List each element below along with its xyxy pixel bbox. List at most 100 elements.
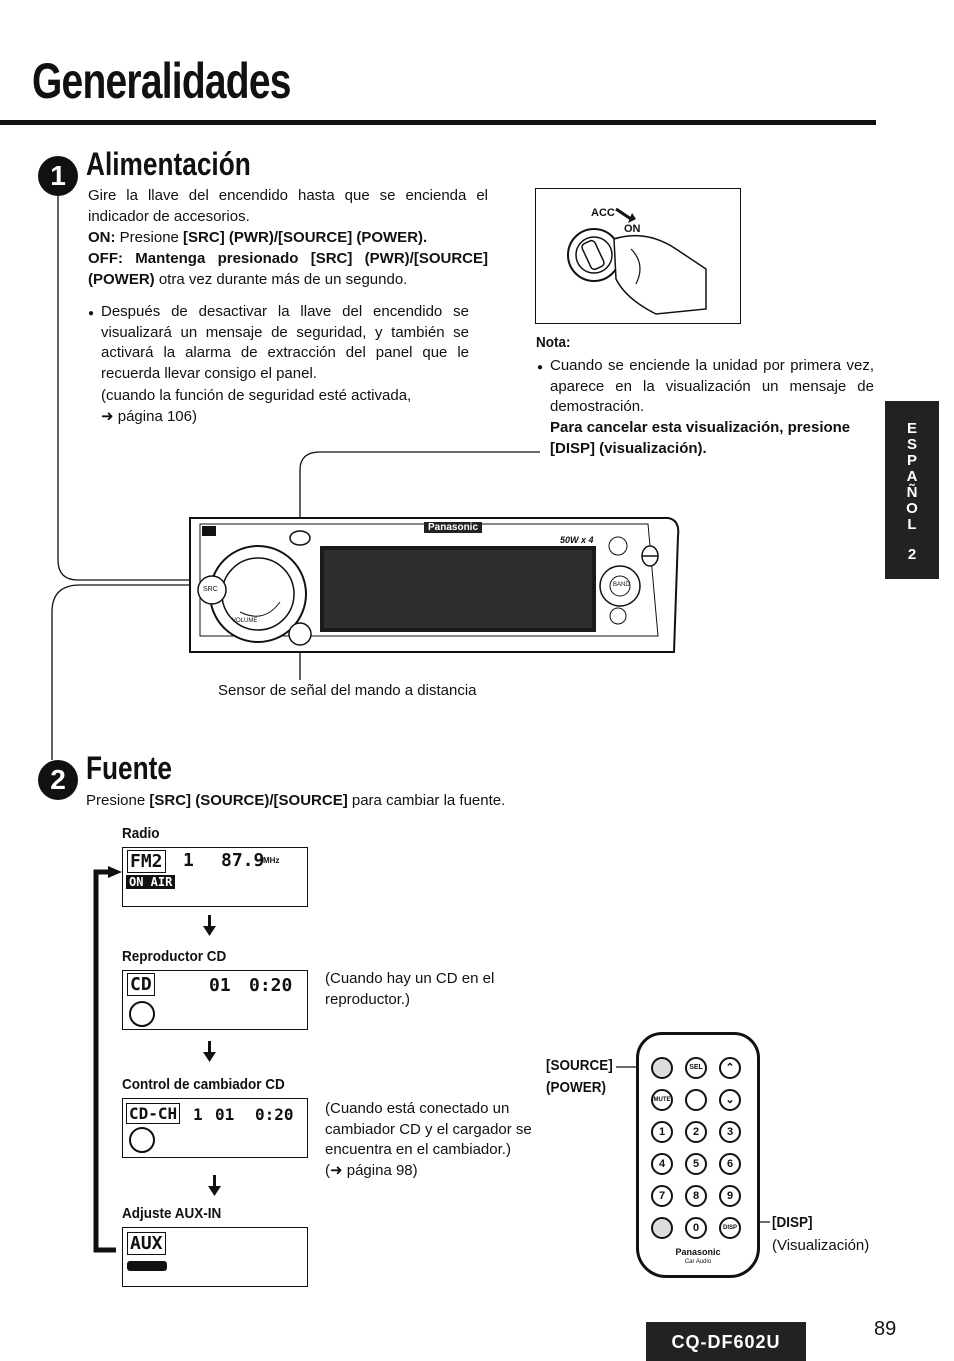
unit-src-label: SRC bbox=[203, 586, 218, 593]
on-keys: [SRC] (PWR)/[SOURCE] (POWER). bbox=[183, 229, 428, 246]
remote-control: SEL ⌃ MUTE ⌄ 1 2 3 4 5 6 7 8 9 0 DISP Pa… bbox=[636, 1032, 760, 1278]
changer-disp: CD-CH bbox=[126, 1103, 181, 1124]
sensor-caption: Sensor de señal del mando a distancia bbox=[218, 682, 477, 699]
off-instruction: OFF: Mantenga presionado [SRC] (PWR)/[SO… bbox=[88, 249, 488, 290]
remote-disp-label: [DISP] bbox=[772, 1214, 813, 1231]
remote-key-2[interactable]: 2 bbox=[685, 1121, 707, 1143]
cd-note: (Cuando hay un CD en el reproductor.) bbox=[325, 970, 495, 1008]
radio-band: FM2 bbox=[127, 850, 166, 873]
head-unit-drawing bbox=[189, 517, 680, 653]
page-title: Generalidades bbox=[32, 53, 291, 109]
language-side-tab: E S P A Ñ O L 2 bbox=[885, 401, 939, 579]
remote-key-9[interactable]: 9 bbox=[719, 1185, 741, 1207]
unit-power: 50W x 4 bbox=[560, 535, 594, 545]
nota-bold: Para cancelar esta visualización, presio… bbox=[550, 419, 851, 457]
aux-plug-icon bbox=[127, 1261, 167, 1271]
remote-source-button[interactable] bbox=[651, 1057, 673, 1079]
changer-display: CD-CH 1 01 0:20 bbox=[122, 1098, 308, 1158]
off-text: otra vez durante más de un segundo. bbox=[158, 270, 408, 288]
fuente-intro-end: para cambiar la fuente. bbox=[351, 792, 506, 809]
cd-disp: CD bbox=[127, 973, 155, 996]
aux-label: Adjuste AUX-IN bbox=[122, 1205, 222, 1222]
security-bullet: Después de desactivar la llave del encen… bbox=[88, 302, 469, 384]
side-tab-letter: A bbox=[906, 468, 918, 485]
remote-vol-down-button[interactable]: ⌄ bbox=[719, 1089, 741, 1111]
changer-note: (Cuando está conectado un cambiador CD y… bbox=[325, 1100, 532, 1158]
radio-unit: MHz bbox=[263, 856, 280, 865]
aux-disp: AUX bbox=[127, 1232, 166, 1255]
nota-label: Nota: bbox=[536, 334, 571, 351]
side-tab-letter: O bbox=[906, 500, 918, 517]
cd-time: 0:20 bbox=[249, 975, 293, 996]
radio-freq: 87.9 bbox=[221, 850, 265, 871]
remote-band-button[interactable] bbox=[651, 1217, 673, 1239]
cd-track: 01 bbox=[209, 975, 231, 996]
ignition-key-icon bbox=[567, 207, 707, 315]
model-name: CQ-DF602U bbox=[646, 1322, 806, 1361]
side-tab-letter: E bbox=[906, 420, 917, 437]
remote-key-4[interactable]: 4 bbox=[651, 1153, 673, 1175]
on-label: ON: bbox=[88, 229, 116, 246]
fuente-intro-keys: [SRC] (SOURCE)/[SOURCE] bbox=[149, 792, 348, 809]
fuente-intro: Presione [SRC] (SOURCE)/[SOURCE] para ca… bbox=[86, 791, 505, 812]
title-rule bbox=[0, 120, 876, 125]
remote-disp-button[interactable]: DISP bbox=[719, 1217, 741, 1239]
changer-time: 0:20 bbox=[255, 1105, 294, 1124]
remote-disp-sub: (Visualización) bbox=[772, 1237, 870, 1254]
radio-display: FM2 1 87.9 MHz ON AIR bbox=[122, 847, 308, 907]
remote-key-3[interactable]: 3 bbox=[719, 1121, 741, 1143]
changer-label: Control de cambiador CD bbox=[122, 1076, 285, 1093]
section-number-2: 2 bbox=[38, 760, 78, 800]
side-tab-letter: S bbox=[906, 436, 917, 453]
remote-source-label: [SOURCE] bbox=[546, 1057, 613, 1074]
side-tab-letter: L bbox=[907, 516, 917, 533]
security-ref-page: página 106) bbox=[117, 407, 197, 425]
unit-brand: Panasonic bbox=[424, 522, 483, 533]
remote-key-0[interactable]: 0 bbox=[685, 1217, 707, 1239]
unit-band-label: BAND bbox=[613, 582, 630, 588]
section-heading-fuente: Fuente bbox=[86, 750, 173, 786]
radio-label: Radio bbox=[122, 825, 160, 842]
remote-mute-button[interactable]: MUTE bbox=[651, 1089, 673, 1111]
on-instruction: ON: Presione [SRC] (PWR)/[SOURCE] (POWER… bbox=[88, 228, 488, 249]
disc-icon bbox=[129, 1127, 155, 1153]
security-ref-text: (cuando la función de seguridad esté act… bbox=[101, 387, 412, 404]
side-tab-letter: Ñ bbox=[906, 484, 918, 501]
section-heading-alimentacion: Alimentación bbox=[86, 146, 251, 182]
arrow-icon: ➜ bbox=[330, 1162, 347, 1179]
unit-volume-label: VOLUME bbox=[232, 618, 258, 624]
remote-key-6[interactable]: 6 bbox=[719, 1153, 741, 1175]
head-unit-illustration: Panasonic 50W x 4 SRC VOLUME BAND bbox=[188, 516, 681, 654]
remote-number-button[interactable] bbox=[685, 1089, 707, 1111]
cd-label: Reproductor CD bbox=[122, 948, 227, 965]
remote-sub: Car Audio bbox=[684, 1259, 712, 1265]
remote-key-7[interactable]: 7 bbox=[651, 1185, 673, 1207]
page-number: 89 bbox=[874, 1318, 897, 1340]
nota-bullet-text: Cuando se enciende la unidad por primera… bbox=[550, 357, 874, 415]
changer-track: 01 bbox=[215, 1105, 235, 1124]
ignition-illustration: ACC ON bbox=[535, 188, 741, 324]
side-tab-letter: P bbox=[906, 452, 917, 469]
radio-preset: 1 bbox=[183, 850, 194, 871]
side-tab-number: 2 bbox=[907, 546, 917, 563]
cd-display: CD 01 0:20 bbox=[122, 970, 308, 1030]
remote-vol-up-button[interactable]: ⌃ bbox=[719, 1057, 741, 1079]
security-ref: (cuando la función de seguridad esté act… bbox=[101, 386, 469, 427]
remote-key-1[interactable]: 1 bbox=[651, 1121, 673, 1143]
off-label: OFF: bbox=[88, 250, 123, 267]
changer-ref: (➜ página 98) bbox=[325, 1162, 418, 1179]
aux-display: AUX bbox=[122, 1227, 308, 1287]
remote-key-5[interactable]: 5 bbox=[685, 1153, 707, 1175]
on-text: Presione bbox=[119, 229, 179, 246]
remote-key-8[interactable]: 8 bbox=[685, 1185, 707, 1207]
nota-bullet: Cuando se enciende la unidad por primera… bbox=[537, 356, 874, 418]
off-bold: Mantenga presionado [SRC] (PWR)/[SOURCE]… bbox=[88, 250, 488, 288]
security-bullet-text: Después de desactivar la llave del encen… bbox=[101, 303, 469, 382]
changer-disc: 1 bbox=[193, 1105, 203, 1124]
ignition-on-label: ON bbox=[624, 223, 641, 235]
fuente-intro-text: Presione bbox=[86, 792, 146, 809]
remote-sel-button[interactable]: SEL bbox=[685, 1057, 707, 1079]
alimentacion-intro: Gire la llave del encendido hasta que se… bbox=[88, 187, 488, 225]
remote-power-label: (POWER) bbox=[546, 1079, 607, 1096]
